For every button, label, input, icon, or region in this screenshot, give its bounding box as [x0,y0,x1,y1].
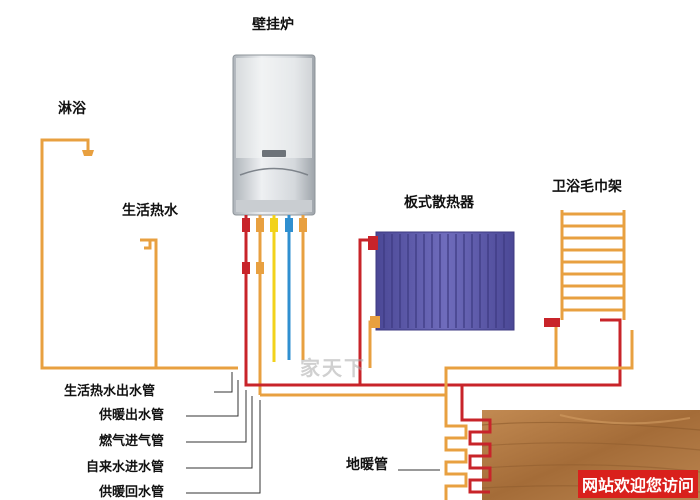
pipe-label-heating-supply: 供暖出水管 [99,408,165,423]
boiler-logo [262,150,286,157]
shower-head [82,150,94,156]
towel-rack-valve [544,318,560,327]
boiler-label: 壁挂炉 [252,17,294,33]
towel-rack-label: 卫浴毛巾架 [552,179,622,195]
pipe-label-hot-water-out: 生活热水出水管 [64,384,156,399]
pipe-label-heating-return: 供暖回水管 [99,485,165,500]
floor-heating-coil [460,385,492,494]
boiler-valves [242,218,307,274]
hot-water-label: 生活热水 [122,203,178,219]
leader-lines [186,372,440,494]
towel-rack [560,210,626,320]
boiler-pipes [244,215,305,395]
shower-label: 淋浴 [58,101,86,117]
hot-water-pipes [40,138,248,370]
corner-watermark: 网站欢迎您访问 [577,470,698,498]
pipe-label-cold-water-inlet: 自来水进水管 [86,460,165,475]
center-watermark: 家天下 [300,356,366,380]
radiator-label: 板式散热器 [404,195,474,211]
faucet [140,238,152,250]
floor-heating-label: 地暖管 [346,457,388,473]
panel-radiator [368,231,515,331]
boiler [232,54,316,216]
pipe-label-gas-inlet: 燃气进气管 [99,434,165,449]
floor-heating-return [444,400,468,500]
